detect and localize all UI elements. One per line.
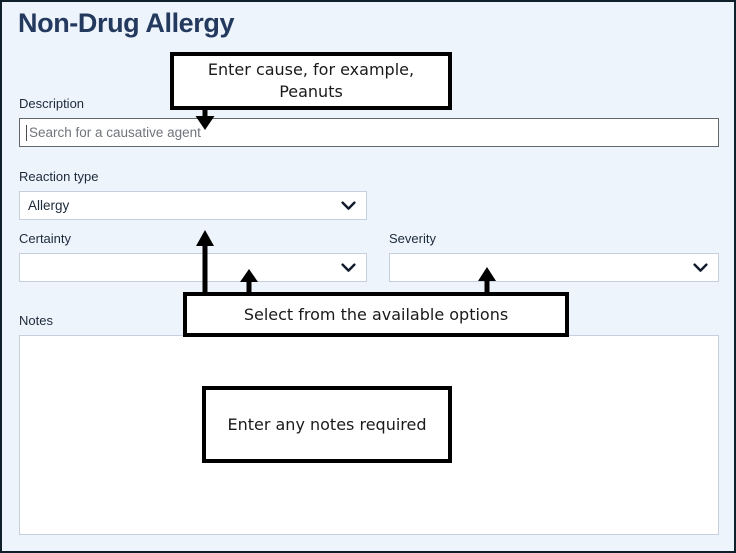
certainty-select[interactable] xyxy=(19,253,367,282)
text-cursor xyxy=(26,124,27,141)
severity-label: Severity xyxy=(389,231,436,246)
certainty-label: Certainty xyxy=(19,231,72,246)
severity-select[interactable] xyxy=(389,253,719,282)
annotation-callout-select-options: Select from the available options xyxy=(183,292,569,337)
page-title: Non-Drug Allergy xyxy=(18,8,235,38)
chevron-down-icon[interactable] xyxy=(341,200,356,211)
reaction-type-label: Reaction type xyxy=(19,169,99,184)
reaction-type-value: Allergy xyxy=(28,198,70,213)
chevron-down-icon[interactable] xyxy=(693,262,708,273)
reaction-type-select[interactable]: Allergy xyxy=(19,191,367,220)
chevron-down-icon[interactable] xyxy=(341,262,356,273)
description-label: Description xyxy=(19,96,85,111)
description-search-input[interactable]: Search for a causative agent xyxy=(19,118,719,147)
annotation-arrow-up-to-severity xyxy=(475,266,501,296)
annotation-callout-notes: Enter any notes required xyxy=(202,386,452,463)
annotation-callout-cause: Enter cause, for example, Peanuts xyxy=(170,52,452,110)
annotation-arrow-up-to-certainty xyxy=(237,268,263,296)
annotation-arrow-up-to-reaction-type xyxy=(193,228,219,294)
notes-label: Notes xyxy=(19,313,53,328)
description-placeholder: Search for a causative agent xyxy=(29,125,201,140)
